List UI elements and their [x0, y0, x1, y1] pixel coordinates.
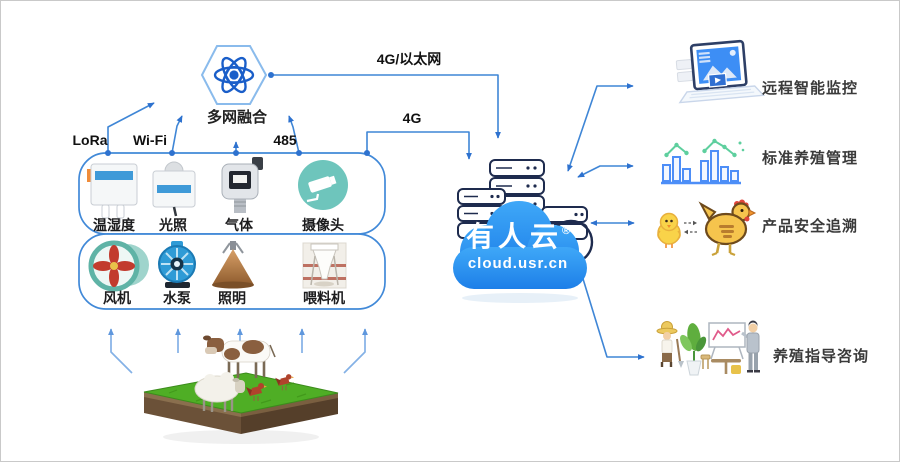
wan-4g-ethernet-label: 4G/以太网: [376, 51, 442, 67]
cellular-4g-label: 4G: [402, 110, 422, 126]
rs485-label: 485: [273, 132, 297, 148]
livestock-farm-illustration: [143, 335, 339, 444]
connector-lines: [107, 74, 645, 360]
gateway-label: 多网融合: [206, 109, 268, 126]
presentation-board: [708, 322, 746, 360]
sheep: [194, 372, 245, 412]
wifi-label: Wi-Fi: [132, 132, 168, 148]
chickens: [246, 374, 295, 401]
service-consultation-label: 养殖指导咨询: [773, 348, 870, 365]
farming-consultation-icon: [656, 320, 760, 376]
lighting-icon: [212, 241, 254, 289]
sensor-temp-humidity-label: 温湿度: [93, 217, 135, 233]
sensor-gas-label: 气体: [225, 217, 253, 233]
actuator-light-label: 照明: [218, 290, 246, 306]
cloud-brand: 有人云® cloud.usr.cn: [465, 221, 571, 272]
sensor-light-label: 光照: [159, 217, 187, 233]
hen: [698, 199, 757, 257]
sensor-camera-label: 摄像头: [302, 217, 344, 233]
camera-icon: [298, 160, 348, 210]
junction-dots: [105, 72, 370, 156]
product-traceability-icon: [657, 199, 757, 257]
service-remote-monitoring-label: 远程智能监控: [762, 80, 859, 97]
consultant: [741, 320, 760, 373]
atom-hexagon-icon: [200, 45, 268, 105]
cow: [203, 335, 276, 378]
chick: [657, 212, 681, 248]
lora-label: LoRa: [72, 132, 108, 148]
farmer: [656, 321, 684, 368]
actuator-feeder-label: 喂料机: [303, 290, 345, 306]
table-and-chairs: [700, 354, 741, 374]
cloud-shape: [453, 201, 587, 303]
transfer-arrows: [684, 220, 697, 235]
actuator-fan-label: 风机: [103, 290, 131, 306]
remote-monitoring-icon: [675, 39, 766, 104]
cloud-name: 有人云: [465, 221, 562, 252]
gas-detector-icon: [221, 157, 263, 213]
farm-management-chart-icon: [661, 138, 745, 185]
fan-icon: [88, 240, 149, 292]
temperature-humidity-sensor-icon: [87, 163, 138, 223]
actuator-pump-label: 水泵: [163, 290, 191, 306]
service-traceability-label: 产品安全追溯: [762, 218, 859, 235]
cloud-domain: cloud.usr.cn: [467, 255, 569, 272]
plant: [680, 323, 707, 376]
farm-uplink-arrows: [108, 328, 368, 374]
registered-trademark: ®: [561, 225, 571, 237]
water-pump-icon: [158, 241, 196, 288]
light-sensor-icon: [152, 161, 196, 217]
service-farm-management-label: 标准养殖管理: [762, 150, 859, 167]
feeder-icon: [302, 242, 347, 289]
